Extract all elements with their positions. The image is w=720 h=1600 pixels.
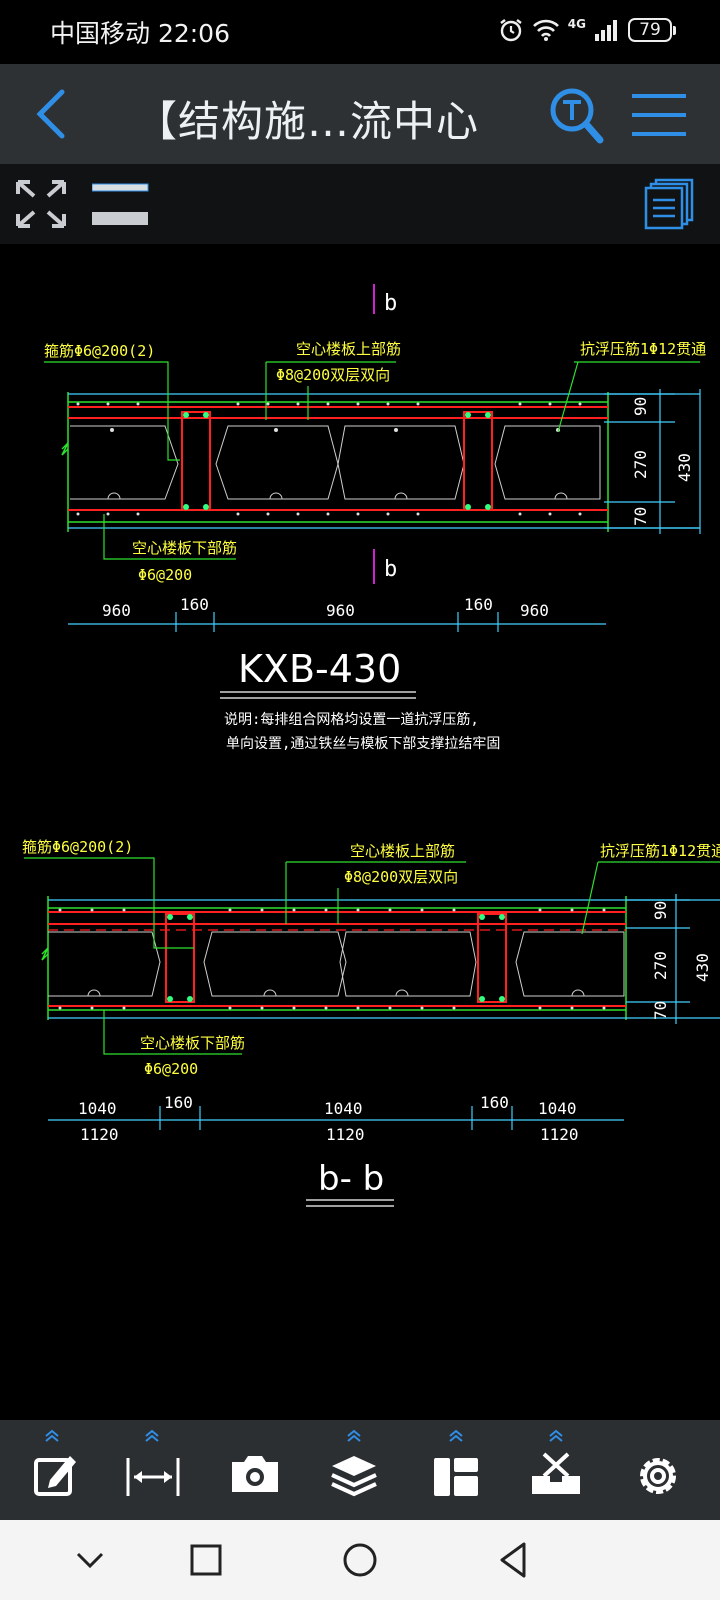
label-bottom-title-bb: 空心楼板下部筋	[140, 1034, 245, 1052]
home-icon[interactable]	[336, 1536, 384, 1584]
toolbox-icon[interactable]	[516, 1420, 596, 1520]
layers-icon[interactable]	[314, 1420, 394, 1520]
system-nav-bar	[0, 1520, 720, 1600]
label-bottom-spec-bb: Φ6@200	[144, 1060, 198, 1078]
battery-indicator: 79	[628, 18, 676, 42]
label-top-title-bb: 空心楼板上部筋	[350, 842, 455, 860]
recent-apps-icon[interactable]	[182, 1536, 230, 1584]
dim-rib-2: 160	[464, 595, 493, 614]
dim-span-3: 960	[520, 601, 549, 620]
dim-span-1: 960	[102, 601, 131, 620]
section-bb: 箍筋Φ6@200(2) 空心楼板上部筋 Φ8@200双层双向 抗浮压筋1Φ12贯…	[22, 838, 720, 1207]
label-stirrup: 箍筋Φ6@200(2)	[44, 342, 155, 360]
drawing-title-bb: b- b	[318, 1159, 384, 1199]
dim-span-bb-3: 1040	[538, 1099, 577, 1118]
status-bar: 中国移动 22:06 4G 79	[0, 0, 720, 64]
dim-top-bb: 90	[651, 901, 670, 920]
dim-total-bb-3: 1120	[540, 1125, 579, 1144]
label-bottom-spec: Φ6@200	[138, 566, 192, 584]
wifi-icon	[532, 19, 559, 41]
dim-rib-1: 160	[180, 595, 209, 614]
note-line-1: 说明:每排组合网格均设置一道抗浮压筋,	[224, 711, 479, 728]
edit-icon[interactable]	[12, 1420, 92, 1520]
expand-arrows-icon[interactable]	[14, 178, 68, 230]
carrier-time: 中国移动 22:06	[50, 19, 230, 48]
dim-span-bb-2: 1040	[324, 1099, 363, 1118]
gear-icon[interactable]	[618, 1420, 698, 1520]
network-type: 4G	[567, 17, 586, 31]
dim-top: 90	[631, 397, 650, 416]
chevron-down-icon[interactable]	[66, 1536, 114, 1584]
bottom-toolbar	[0, 1420, 720, 1520]
camera-icon[interactable]	[214, 1420, 294, 1520]
measure-icon[interactable]	[112, 1420, 192, 1520]
hamburger-menu-icon[interactable]	[632, 92, 688, 138]
dim-total-bb: 430	[693, 953, 712, 982]
label-top-spec: Φ8@200双层双向	[276, 366, 390, 384]
layouts-icon[interactable]	[644, 178, 696, 230]
label-anti-float-bb: 抗浮压筋1Φ12贯通	[600, 842, 720, 860]
signal-icon	[595, 20, 617, 41]
dim-bottom-bb: 70	[651, 1001, 670, 1020]
line-weight-icon[interactable]	[92, 182, 150, 228]
text-search-icon[interactable]	[548, 86, 604, 144]
label-anti-float: 抗浮压筋1Φ12贯通	[580, 340, 706, 358]
note-line-2: 单向设置,通过铁丝与模板下部支撑拉结牢固	[226, 736, 500, 752]
title-bar: 【结构施…流中心	[0, 64, 720, 164]
cad-drawing-canvas[interactable]: b b	[0, 244, 720, 1420]
dim-bottom: 70	[631, 507, 650, 526]
dim-span-2: 960	[326, 601, 355, 620]
layout-icon[interactable]	[416, 1420, 496, 1520]
plan-section-upper: b b	[44, 284, 706, 752]
label-bottom-title: 空心楼板下部筋	[132, 539, 237, 557]
alarm-icon	[500, 19, 522, 42]
view-toolbar	[0, 164, 720, 244]
dim-mid: 270	[631, 450, 650, 479]
label-top-title: 空心楼板上部筋	[296, 340, 401, 358]
label-top-spec-bb: Φ8@200双层双向	[344, 868, 458, 886]
status-icons: 4G 79	[498, 17, 676, 43]
dim-total: 430	[675, 453, 694, 482]
dim-total-bb-2: 1120	[326, 1125, 365, 1144]
nav-back-icon[interactable]	[490, 1536, 538, 1584]
dim-rib-bb-2: 160	[480, 1093, 509, 1112]
drawing-title-kxb: KXB-430	[238, 647, 401, 691]
label-stirrup-bb: 箍筋Φ6@200(2)	[22, 838, 133, 856]
dim-mid-bb: 270	[651, 951, 670, 980]
dim-total-bb-1: 1120	[80, 1125, 119, 1144]
page-title: 【结构施…流中心	[135, 97, 480, 146]
section-mark-top: b	[384, 291, 397, 316]
section-mark-bottom: b	[384, 557, 397, 582]
dim-rib-bb-1: 160	[164, 1093, 193, 1112]
cad-drawing: b b	[22, 284, 720, 1207]
dim-span-bb-1: 1040	[78, 1099, 117, 1118]
back-arrow-icon[interactable]	[28, 86, 78, 142]
